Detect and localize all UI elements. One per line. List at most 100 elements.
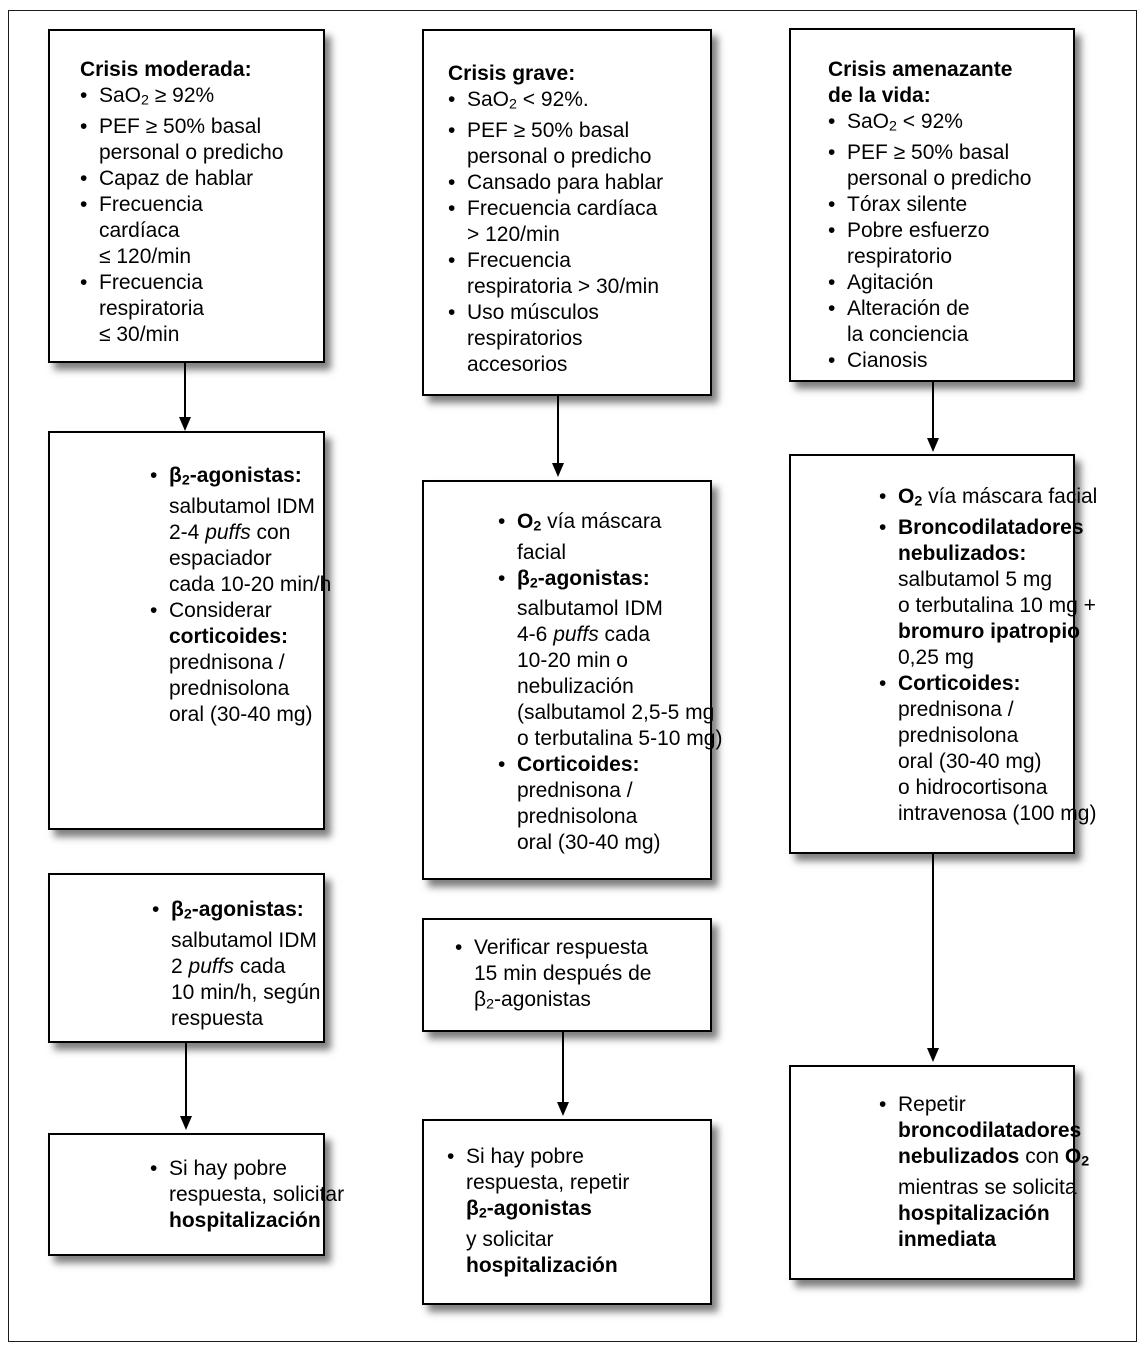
box-text-line: • Frecuencia	[448, 248, 706, 274]
text-segment: respiratoria > 30/min	[467, 274, 660, 298]
text-segment: -agonistas	[486, 1197, 592, 1220]
box-text-line: prednisolona	[150, 676, 319, 702]
box-text-line: β2-agonistas	[447, 1196, 706, 1227]
text-segment: bromuro ipatropio	[898, 619, 1080, 643]
text-segment: < 92%.	[516, 88, 589, 111]
text-segment: prednisolona	[169, 676, 290, 700]
text-segment: Verificar respuesta	[474, 936, 648, 959]
box-text-line: salbutamol IDM	[150, 494, 319, 520]
box-text-line: 4-6 puffs cada	[498, 622, 706, 648]
text-segment: cardíaca	[99, 218, 180, 242]
box-text-line: o terbutalina 10 mg +	[879, 593, 1096, 619]
text-segment: Agitación	[847, 270, 934, 294]
text-segment: respiratoria	[99, 296, 205, 320]
text-segment: Corticoides:	[517, 753, 640, 777]
box-text-line: •Si hay pobre	[447, 1144, 706, 1170]
box-text-line: •Repetir	[879, 1092, 1069, 1118]
bullet-icon: •	[828, 296, 836, 320]
box-text-line: mientras se solicita	[879, 1175, 1077, 1201]
text-segment: espaciador	[169, 546, 272, 570]
box-text-line: •Cianosis	[828, 348, 1069, 374]
text-segment: (salbutamol 2,5-5 mg	[517, 701, 715, 725]
text-segment: 2	[533, 518, 542, 535]
text-segment: hospitalización	[466, 1253, 618, 1277]
text-segment: β	[466, 1197, 479, 1220]
arrow-head-icon	[926, 1048, 939, 1062]
text-segment: con	[1019, 1145, 1065, 1168]
text-segment: ≥ 92%	[148, 84, 215, 107]
text-segment: Frecuencia	[99, 192, 203, 216]
text-segment: 2	[1081, 1153, 1090, 1170]
text-segment: Crisis moderada:	[80, 58, 252, 81]
box-text-line: •Frecuencia cardíaca	[448, 196, 706, 222]
box-text-line: corticoides:	[150, 624, 319, 650]
box-text-line: prednisona /	[879, 697, 1069, 723]
box-title-line: Crisis amenazante	[828, 57, 1069, 83]
box-text-line: hospitalización	[879, 1201, 1069, 1227]
box-text-line: intravenosa (100 mg)	[879, 801, 1096, 827]
box-text-line: •Agitación	[828, 270, 1069, 296]
arrow-down-amenazante-1	[926, 382, 940, 452]
bullet-icon: •	[448, 300, 456, 324]
text-segment: Frecuencia	[99, 270, 203, 294]
box-text-line: •Verificar respuesta	[455, 935, 706, 961]
box-text-line: 2 puffs cada	[152, 954, 319, 980]
text-segment: Considerar	[169, 598, 272, 622]
text-segment: Cansado para hablar	[467, 170, 664, 194]
box-text-line: •β2-agonistas:	[498, 566, 706, 597]
text-segment: 15 min después de	[474, 962, 652, 985]
box-text-line: la conciencia	[828, 322, 1069, 348]
flowchart-outer-frame	[8, 10, 1137, 1342]
arrow-head-icon	[179, 1116, 192, 1130]
text-segment: intravenosa (100 mg)	[898, 801, 1097, 825]
text-segment: 10 min/h, según	[171, 980, 321, 1004]
text-segment: prednisona /	[169, 650, 285, 674]
bullet-icon: •	[448, 248, 456, 272]
text-segment: ≤ 120/min	[99, 244, 192, 268]
box-text-line: ≤ 120/min	[80, 244, 319, 270]
text-segment: Frecuencia	[467, 248, 571, 272]
text-segment: personal o predicho	[847, 166, 1032, 190]
box-text-line: •Tórax silente	[828, 192, 1069, 218]
text-segment: o terbutalina 5-10 mg)	[517, 727, 723, 751]
text-segment: salbutamol IDM	[517, 597, 663, 621]
text-segment: 2	[509, 96, 517, 113]
bullet-icon: •	[150, 1157, 158, 1180]
text-segment: Repetir	[898, 1093, 966, 1116]
text-segment: nebulizados:	[898, 541, 1027, 565]
text-segment: salbutamol 5 mg	[898, 567, 1053, 591]
text-segment: > 120/min	[467, 222, 560, 246]
arrow-down-amenazante-2	[926, 854, 940, 1062]
box-text-line: personal o predicho	[448, 144, 706, 170]
box-text-line: •Alteración de	[828, 296, 1069, 322]
box-text-line: broncodilatadores	[879, 1118, 1081, 1144]
text-segment: respuesta	[171, 1006, 264, 1030]
arrow-head-icon	[926, 438, 939, 452]
text-segment: -agonistas:	[537, 566, 650, 590]
box-text-line: 15 min después de	[455, 961, 706, 987]
text-segment: 2	[889, 118, 897, 135]
box-text-line: •β2-agonistas:	[150, 463, 319, 494]
box-text-line: •O2 vía máscara facial	[879, 484, 1097, 515]
text-segment: o terbutalina 10 mg +	[898, 593, 1096, 617]
box-text-line: cardíaca	[80, 218, 319, 244]
box-text-line: salbutamol 5 mg	[879, 567, 1069, 593]
text-segment: Broncodilatadores	[898, 515, 1084, 539]
text-segment: puffs	[205, 520, 251, 544]
arrow-down-moderada-1	[178, 363, 192, 431]
text-segment: prednisona /	[898, 697, 1014, 721]
arrow-shaft	[931, 382, 935, 447]
box-text-line: •SaO2 ≥ 92%	[80, 83, 319, 114]
text-segment: -agonistas:	[191, 898, 304, 921]
bullet-icon: •	[448, 196, 456, 220]
text-segment: hospitalización	[169, 1209, 321, 1232]
text-segment: respuesta, solicitar	[169, 1183, 345, 1206]
arrow-shaft	[931, 854, 935, 1057]
box-text-line: •PEF ≥ 50% basal	[828, 140, 1069, 166]
text-segment: y solicitar	[466, 1227, 554, 1251]
box-text-line: prednisolona	[498, 804, 706, 830]
